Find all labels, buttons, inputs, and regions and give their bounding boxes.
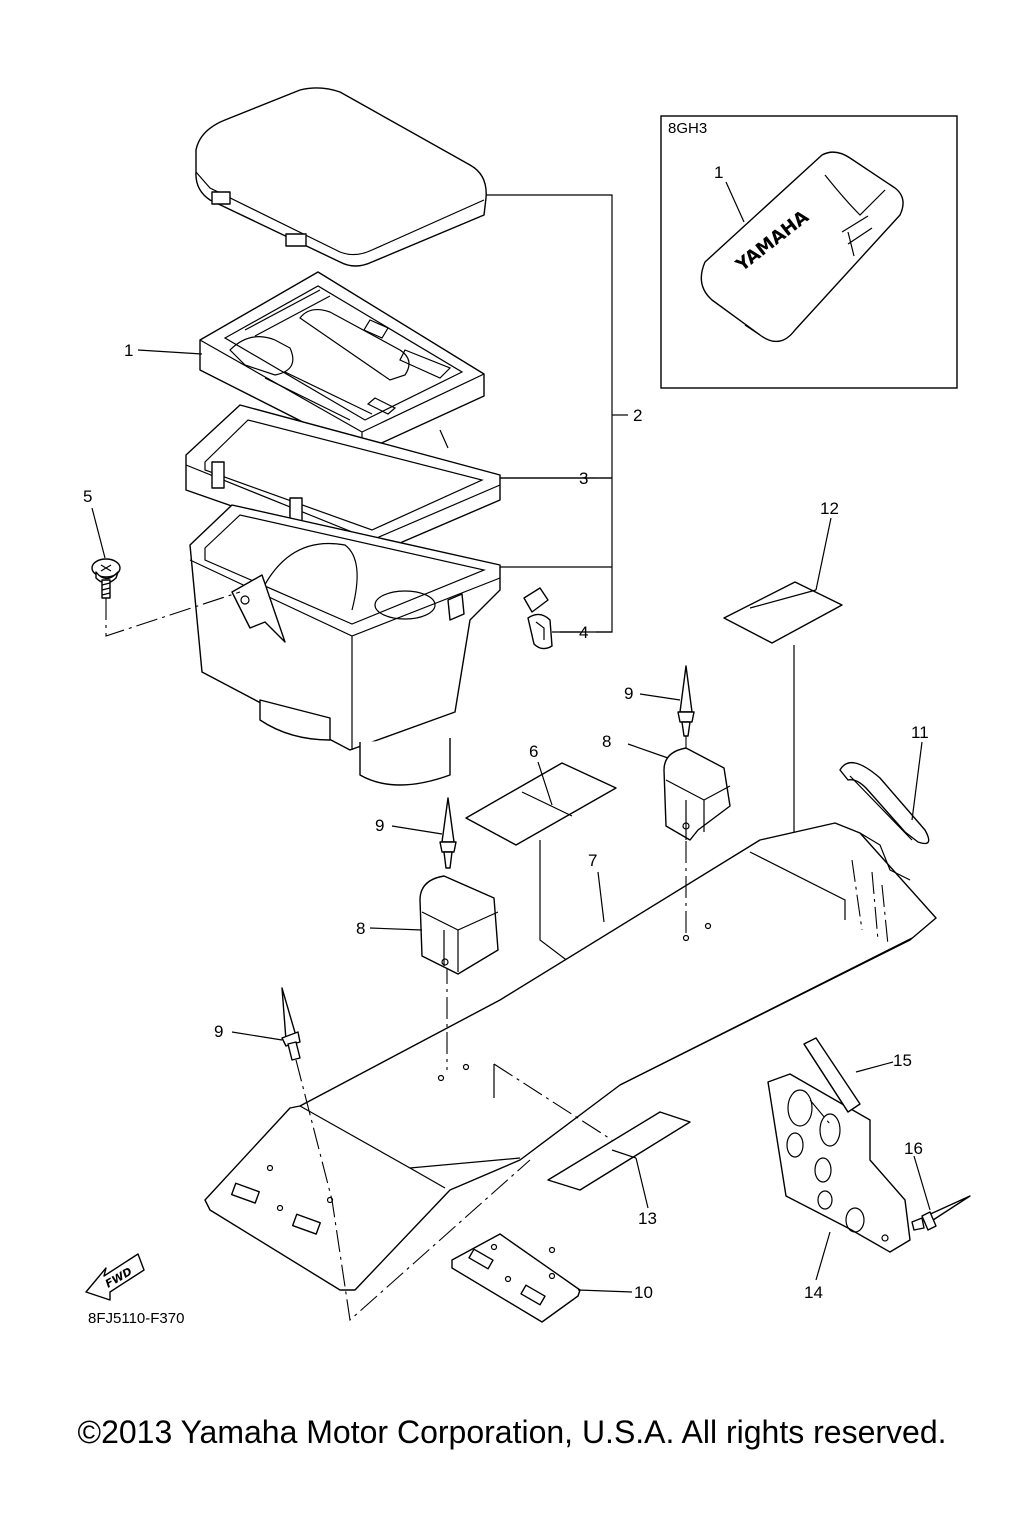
callouts: 1 2 3 4 5 6 7 8 8 9 9 9 10 11 12 13 14 1… (83, 341, 929, 1302)
callout-9-lower: 9 (214, 1022, 223, 1041)
holder-upper (663, 747, 731, 841)
inset-callout-1: 1 (714, 163, 723, 182)
plate (204, 822, 937, 1291)
rivet-16 (911, 1195, 971, 1231)
callout-3: 3 (579, 469, 588, 488)
reference-code: 8FJ5110-F370 (88, 1310, 185, 1327)
callout-7: 7 (588, 851, 597, 870)
callout-15: 15 (893, 1051, 912, 1070)
clip (523, 587, 553, 650)
callout-9-middle: 9 (375, 816, 384, 835)
bolt (91, 558, 241, 637)
callout-5: 5 (83, 487, 92, 506)
rivet-middle (439, 797, 457, 1070)
rivet-lower (281, 987, 531, 1322)
inset-tool-pouch: YAMAHA (700, 151, 904, 343)
fwd-arrow-icon: FWD (85, 1253, 145, 1301)
pad-15 (803, 1037, 861, 1125)
strap-11 (839, 761, 930, 845)
callout-bracket (486, 194, 628, 633)
plate-10 (451, 1233, 581, 1323)
bracket-14 (767, 1073, 911, 1253)
callout-8-upper: 8 (602, 732, 611, 751)
callout-10: 10 (634, 1283, 653, 1302)
leader-lines (91, 349, 931, 1293)
parts-diagram: YAMAHA 1 (83, 87, 971, 1323)
seal-frame (185, 404, 501, 556)
sticker-12 (723, 581, 843, 838)
callout-11: 11 (911, 723, 929, 742)
inset-panel: YAMAHA 1 (660, 115, 958, 389)
tool-tray (199, 271, 485, 453)
callout-16: 16 (904, 1139, 923, 1158)
callout-1: 1 (124, 341, 133, 360)
callout-14: 14 (804, 1283, 823, 1302)
holder-lower (419, 875, 499, 975)
inset-variant-code: 8GH3 (668, 120, 708, 137)
toolbox-lid (195, 87, 487, 267)
callout-12: 12 (820, 499, 839, 518)
sticker-13 (547, 1111, 691, 1191)
toolbox-case (189, 504, 501, 786)
callout-6: 6 (529, 742, 538, 761)
copyright-notice: ©2013 Yamaha Motor Corporation, U.S.A. A… (77, 1414, 947, 1450)
callout-4: 4 (579, 623, 588, 642)
callout-13: 13 (638, 1209, 657, 1228)
callout-2: 2 (633, 406, 642, 425)
callout-9-upper: 9 (624, 684, 633, 703)
callout-8-lower: 8 (356, 919, 365, 938)
